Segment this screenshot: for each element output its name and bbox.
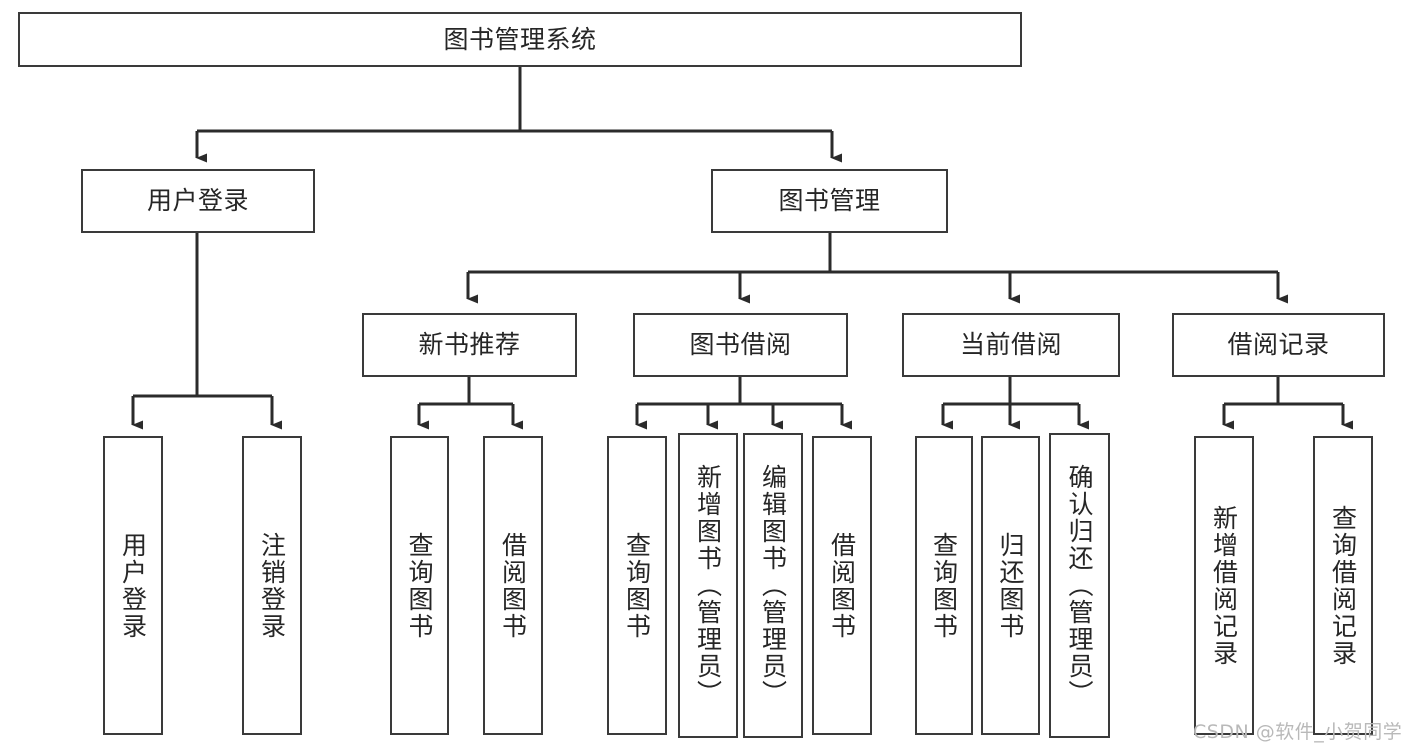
node-current-borrow[interactable]: 当前借阅 xyxy=(902,313,1120,377)
node-label: 新增借阅记录 xyxy=(1209,504,1239,667)
node-root-book-management-system[interactable]: 图书管理系统 xyxy=(18,12,1022,67)
node-label: 借阅图书 xyxy=(498,531,528,640)
node-label: 编辑图书（管理员） xyxy=(758,464,788,707)
node-label: 注销登录 xyxy=(257,531,287,640)
node-label: 查询图书 xyxy=(405,531,434,640)
node-label: 用户登录 xyxy=(118,531,148,640)
node-label: 新书推荐 xyxy=(418,330,521,360)
leaf-new-book-borrow-book[interactable]: 借阅图书 xyxy=(483,436,543,735)
node-label: 新增图书（管理员） xyxy=(693,464,723,707)
leaf-book-borrow-edit-book-admin[interactable]: 编辑图书（管理员） xyxy=(743,433,803,738)
node-label: 查询图书 xyxy=(622,531,652,640)
node-book-management[interactable]: 图书管理 xyxy=(711,169,948,233)
leaf-new-book-query-book[interactable]: 查询图书 xyxy=(390,436,449,735)
leaf-book-borrow-borrow-book[interactable]: 借阅图书 xyxy=(812,436,872,735)
node-label: 用户登录 xyxy=(146,186,249,216)
csdn-watermark: CSDN @软件_小贺同学 xyxy=(1193,721,1403,743)
leaf-borrow-record-query-record[interactable]: 查询借阅记录 xyxy=(1313,436,1373,735)
node-label: 确认归还（管理员） xyxy=(1065,464,1094,707)
node-label: 查询图书 xyxy=(929,531,959,640)
leaf-book-borrow-add-book-admin[interactable]: 新增图书（管理员） xyxy=(678,433,738,738)
leaf-user-login-login[interactable]: 用户登录 xyxy=(103,436,163,735)
node-borrow-record[interactable]: 借阅记录 xyxy=(1172,313,1385,377)
node-label: 查询借阅记录 xyxy=(1328,504,1358,667)
node-label: 归还图书 xyxy=(996,531,1025,640)
node-label: 借阅记录 xyxy=(1227,330,1330,360)
leaf-current-borrow-confirm-return-admin[interactable]: 确认归还（管理员） xyxy=(1049,433,1110,738)
node-user-login[interactable]: 用户登录 xyxy=(81,169,315,233)
node-label: 图书管理系统 xyxy=(443,24,597,54)
node-label: 借阅图书 xyxy=(827,531,857,640)
node-label: 图书借阅 xyxy=(689,330,792,360)
node-book-borrow[interactable]: 图书借阅 xyxy=(633,313,848,377)
leaf-borrow-record-add-record[interactable]: 新增借阅记录 xyxy=(1194,436,1254,735)
leaf-user-login-logout[interactable]: 注销登录 xyxy=(242,436,302,735)
node-label: 图书管理 xyxy=(778,186,881,216)
leaf-current-borrow-query-book[interactable]: 查询图书 xyxy=(915,436,973,735)
leaf-book-borrow-query-book[interactable]: 查询图书 xyxy=(607,436,667,735)
node-label: 当前借阅 xyxy=(959,330,1062,360)
node-new-book-recommend[interactable]: 新书推荐 xyxy=(362,313,577,377)
leaf-current-borrow-return-book[interactable]: 归还图书 xyxy=(981,436,1040,735)
